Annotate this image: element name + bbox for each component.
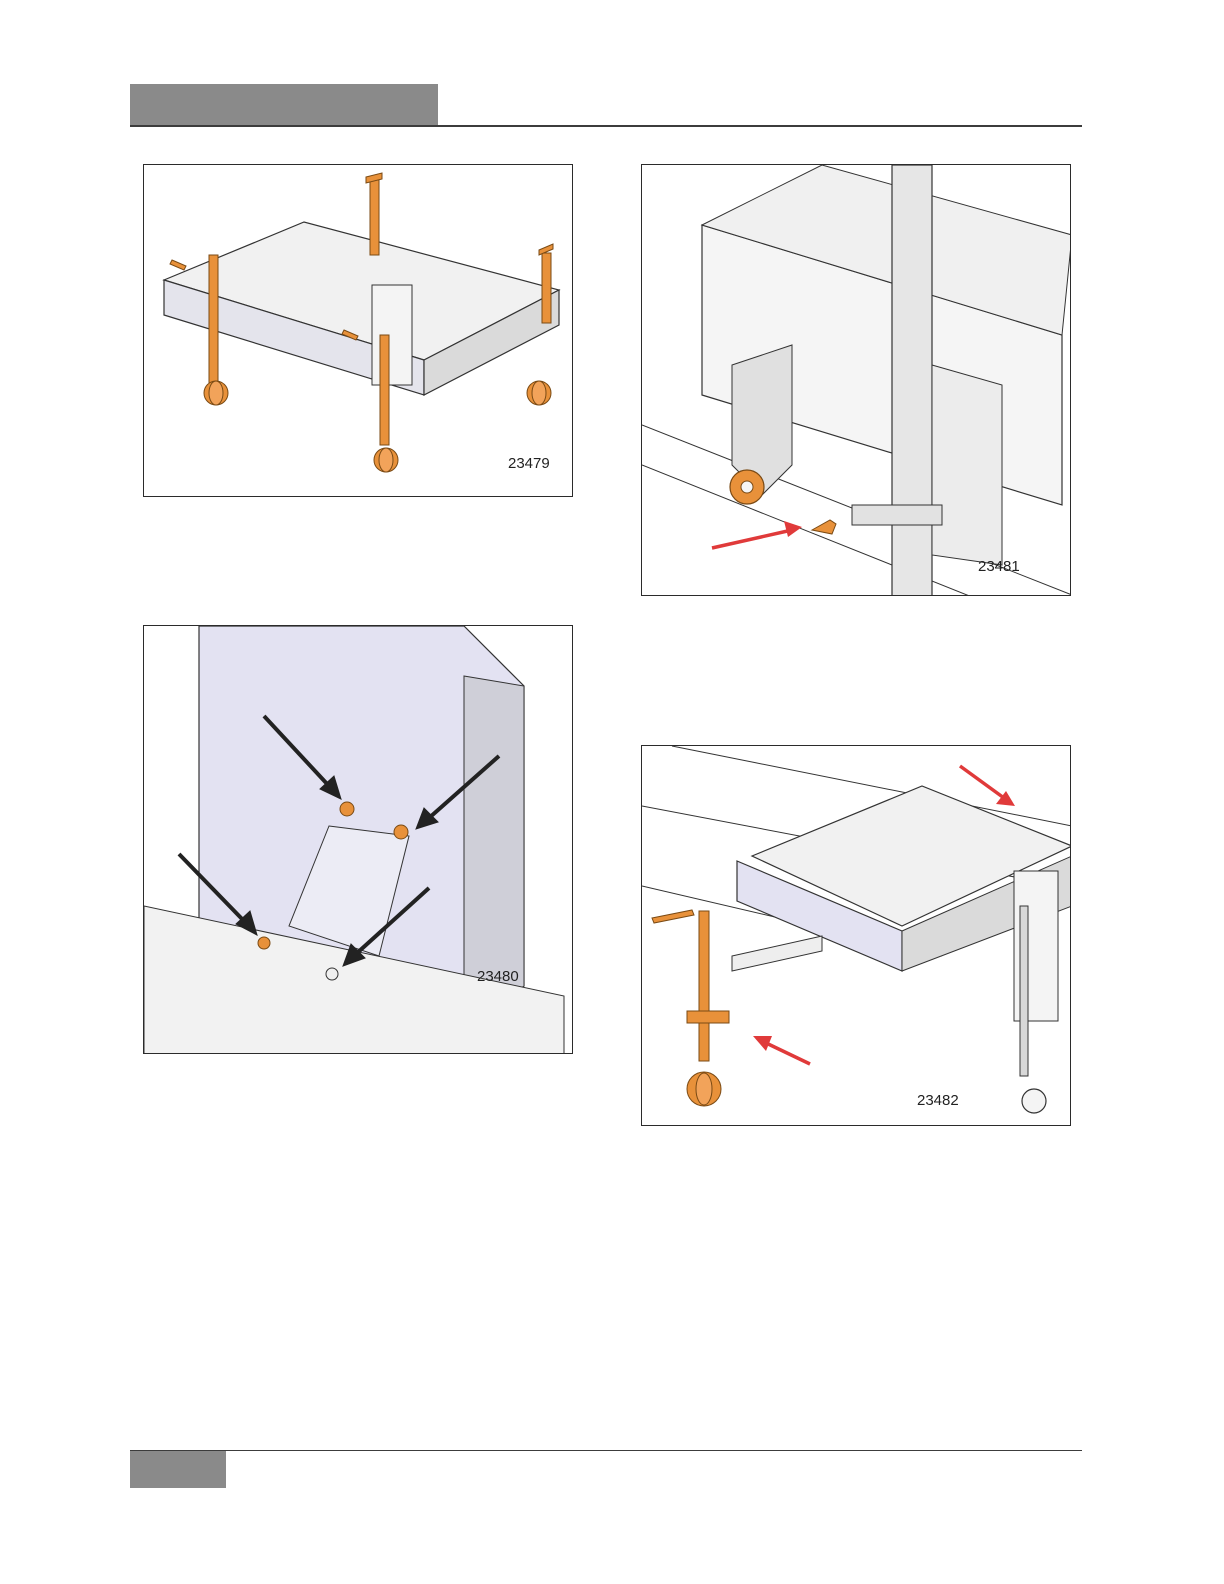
figure-number: 23481: [978, 558, 1020, 575]
figure-bracket-closeup: 23481: [641, 164, 1071, 596]
bracket-illustration: [642, 165, 1071, 596]
rails-illustration: [642, 746, 1071, 1126]
red-arrow-icon: [960, 766, 1015, 806]
figure-cart-rails: 23482: [641, 745, 1071, 1126]
header-rule: [130, 125, 1082, 127]
red-arrow-icon: [712, 521, 802, 548]
footer-tab: [130, 1451, 226, 1488]
red-arrow-icon: [753, 1036, 810, 1064]
figure-number: 23480: [477, 968, 519, 985]
footer-rule: [130, 1450, 1082, 1451]
figure-number: 23479: [508, 455, 550, 472]
panel-illustration: [144, 626, 573, 1054]
header-tab: [130, 84, 438, 127]
figure-number: 23482: [917, 1092, 959, 1109]
figure-cart-jacks: 23479: [143, 164, 573, 497]
figure-panel-bolts: 23480: [143, 625, 573, 1054]
cart-illustration: [144, 165, 573, 497]
